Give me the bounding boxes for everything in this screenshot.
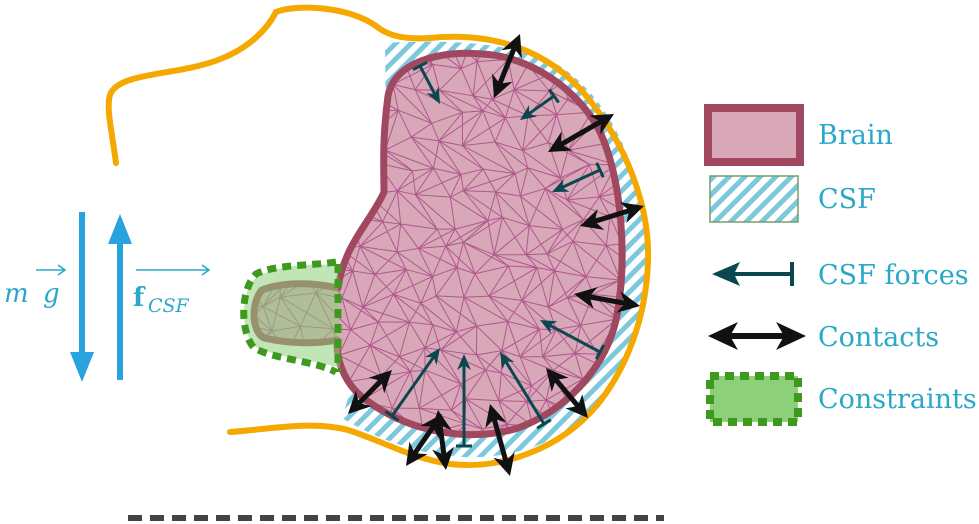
csf-buoyancy-arrow [108, 214, 132, 380]
csf-force-arrows [384, 60, 606, 448]
legend-label-constraints: Constraints [818, 384, 977, 415]
csf-force-arrow [520, 88, 560, 120]
contact-arrow [548, 114, 614, 152]
contact-arrows [348, 34, 644, 476]
legend-item-contacts: Contacts [708, 322, 939, 353]
contact-arrow [492, 34, 522, 98]
constraint-border [240, 258, 338, 376]
legend-item-constraints: Constraints [706, 372, 977, 426]
legend-swatch-constraints [706, 372, 802, 426]
legend-label-csf-forces: CSF forces [818, 260, 969, 291]
gravity-vector-arrow [36, 264, 67, 276]
contact-arrow [485, 404, 515, 476]
gravity-label-mass: m [4, 279, 29, 309]
contact-arrow [406, 414, 442, 466]
csf-force-vector-arrow [136, 264, 211, 276]
csf-force-label-f: f [133, 283, 146, 313]
legend-swatch-brain [704, 104, 804, 166]
csf-force-arrow [456, 354, 472, 448]
csf-force-arrow [540, 320, 606, 360]
gravity-label-vector: g [43, 279, 60, 309]
gravity-arrow [70, 212, 94, 382]
csf-force-arrow [412, 60, 440, 104]
csf-force-arrow [500, 352, 552, 430]
contact-arrow [580, 202, 644, 230]
csf-force-arrow [384, 348, 440, 422]
constraint-region [243, 264, 340, 368]
legend-csf-force-arrow-icon [712, 262, 794, 286]
legend-item-brain: Brain [704, 104, 893, 166]
legend-label-csf: CSF [818, 184, 876, 215]
legend-item-csf: CSF [709, 175, 876, 223]
legend-item-csf-forces: CSF forces [712, 260, 969, 291]
contact-arrow [574, 287, 640, 313]
legend: Brain CSF CSF forces Contacts Constraint [704, 104, 977, 426]
legend-label-brain: Brain [818, 120, 893, 151]
contact-arrow [546, 368, 588, 418]
csf-force-arrow [552, 162, 605, 192]
csf-force-label-subscript: CSF [148, 295, 190, 317]
contact-arrow [348, 370, 392, 414]
legend-swatch-csf [709, 175, 799, 223]
legend-contact-arrow-icon [708, 322, 806, 350]
legend-label-contacts: Contacts [818, 322, 939, 353]
